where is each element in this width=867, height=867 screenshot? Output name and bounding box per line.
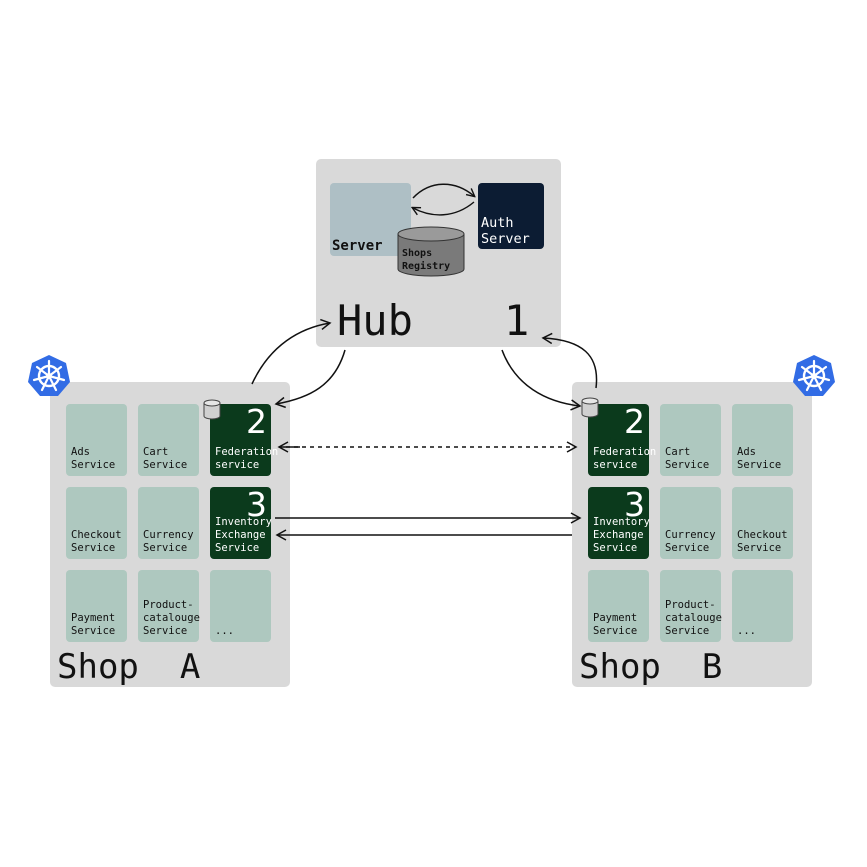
service-tile: Ads Service [732, 404, 793, 476]
tile-number: 2 [246, 402, 267, 441]
shops-registry-icon [397, 226, 465, 277]
auth-server-box [478, 183, 544, 249]
server-to-auth-arrow [412, 183, 474, 199]
tile-label: ... [215, 625, 234, 637]
service-tile: Product- catalouge Service [660, 570, 722, 642]
service-tile: Checkout Service [66, 487, 127, 559]
service-tile: Currency Service [660, 487, 721, 559]
tile-number: 3 [624, 485, 645, 524]
tile-label: Product- catalouge Service [143, 599, 200, 637]
service-tile: Payment Service [66, 570, 127, 642]
server-label: Server [332, 238, 383, 254]
service-tile: Cart Service [138, 404, 199, 476]
tile-label: Inventory Exchange Service [593, 516, 650, 554]
service-tile: Payment Service [588, 570, 649, 642]
service-tile: Currency Service [138, 487, 199, 559]
service-tile: ... [210, 570, 271, 642]
service-tile: Ads Service [66, 404, 127, 476]
tile-number: 3 [246, 485, 267, 524]
hub-title: Hub [337, 296, 413, 345]
tile-label: ... [737, 625, 756, 637]
tile-label: Checkout Service [737, 529, 788, 554]
shop-b-title: Shop B [579, 647, 723, 687]
hub-to-shop-a-arrow [274, 349, 346, 409]
shop-b-to-hub-arrow [541, 332, 598, 389]
tile-number: 2 [624, 402, 645, 441]
tile-label: Currency Service [143, 529, 194, 554]
database-icon [581, 397, 599, 418]
tile-label: Federation service [593, 446, 657, 471]
database-icon [203, 399, 221, 420]
tile-label: Federation service [215, 446, 279, 471]
tile-label: Checkout Service [71, 529, 122, 554]
tile-label: Cart Service [143, 446, 188, 471]
tile-label: Inventory Exchange Service [215, 516, 272, 554]
auth-to-server-arrow [413, 201, 475, 216]
shop-a-to-hub-arrow [251, 318, 332, 385]
kubernetes-icon [793, 355, 835, 396]
tile-label: Ads Service [737, 446, 782, 471]
tile-label: Currency Service [665, 529, 716, 554]
tile-label: Payment Service [71, 612, 116, 637]
auth-server-label: Auth Server [481, 215, 530, 247]
hub-number: 1 [504, 296, 530, 345]
service-tile: Cart Service [660, 404, 721, 476]
shops-registry-label: Shops Registry [402, 248, 451, 272]
service-tile: Checkout Service [732, 487, 793, 559]
tile-label: Payment Service [593, 612, 638, 637]
service-tile: Product- catalouge Service [138, 570, 200, 642]
service-tile: ... [732, 570, 793, 642]
hub-to-shop-b-arrow [501, 349, 582, 411]
tile-label: Product- catalouge Service [665, 599, 722, 637]
tile-label: Ads Service [71, 446, 116, 471]
shop-a-title: Shop A [57, 647, 201, 687]
kubernetes-icon [28, 355, 70, 396]
tile-label: Cart Service [665, 446, 710, 471]
